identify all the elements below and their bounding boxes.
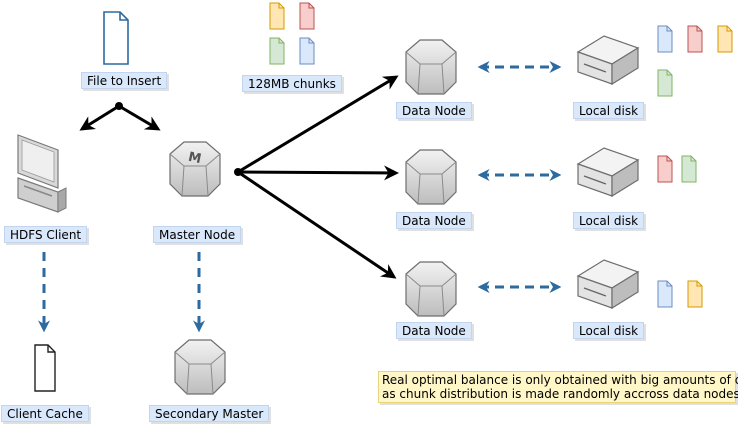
data-node-label: Data Node <box>396 212 472 229</box>
chunk-red-icon <box>657 155 673 183</box>
master-badge: M <box>187 150 203 167</box>
balance-note-line-1: Real optimal balance is only obtained wi… <box>382 373 738 387</box>
disk-2-chunks <box>657 155 697 183</box>
data-node-server-icon <box>405 149 457 205</box>
client-computer-icon <box>17 134 67 213</box>
file-to-insert-label: File to Insert <box>81 72 168 89</box>
secondary-master-label: Secondary Master <box>149 405 270 422</box>
arrow-master-to-datanode-1 <box>237 75 399 174</box>
master-node-label: Master Node <box>153 226 242 243</box>
data-node-server-icon <box>405 39 457 95</box>
disk-1-chunks <box>657 25 733 97</box>
local-disk-label: Local disk <box>573 322 645 339</box>
balance-note: Real optimal balance is only obtained wi… <box>378 371 738 403</box>
client-cache-file-icon <box>34 344 56 392</box>
master-server-icon: M <box>169 141 221 197</box>
chunk-orange-icon <box>717 25 733 53</box>
client-cache-label: Client Cache <box>1 405 89 422</box>
local-disk-icon <box>576 259 640 310</box>
balance-note-line-2: as chunk distribution is made randomly a… <box>382 387 738 401</box>
chunk-files <box>269 2 315 65</box>
chunk-green-icon <box>657 69 673 97</box>
secondary-master-server-icon <box>174 339 226 395</box>
local-disk-label: Local disk <box>573 102 645 119</box>
chunk-red-icon <box>299 2 315 30</box>
local-disk-icon <box>576 147 640 198</box>
data-node-server-icon <box>405 261 457 317</box>
connectors <box>38 61 562 333</box>
data-node-label: Data Node <box>396 102 472 119</box>
chunk-green-icon <box>681 155 697 183</box>
arrow-file-to-master <box>118 104 161 131</box>
local-disk-label: Local disk <box>573 212 645 229</box>
master-junction <box>234 168 242 176</box>
data-node-label: Data Node <box>396 322 472 339</box>
chunk-blue-icon <box>299 37 315 65</box>
chunk-orange-icon <box>269 2 285 30</box>
arrow-master-to-datanode-2 <box>237 165 399 181</box>
chunk-blue-icon <box>657 280 673 308</box>
chunk-orange-icon <box>687 280 703 308</box>
arrow-master-to-datanode-3 <box>237 170 397 279</box>
chunks-label: 128MB chunks <box>242 75 342 92</box>
local-disk-icon <box>576 35 640 86</box>
disk-3-chunks <box>657 280 703 308</box>
hdfs-client-label: HDFS Client <box>4 226 88 243</box>
chunk-green-icon <box>269 37 285 65</box>
file-to-insert-icon <box>103 11 129 65</box>
arrow-file-to-client <box>79 104 120 131</box>
split-junction <box>115 102 123 110</box>
chunk-blue-icon <box>657 25 673 53</box>
chunk-red-icon <box>687 25 703 53</box>
